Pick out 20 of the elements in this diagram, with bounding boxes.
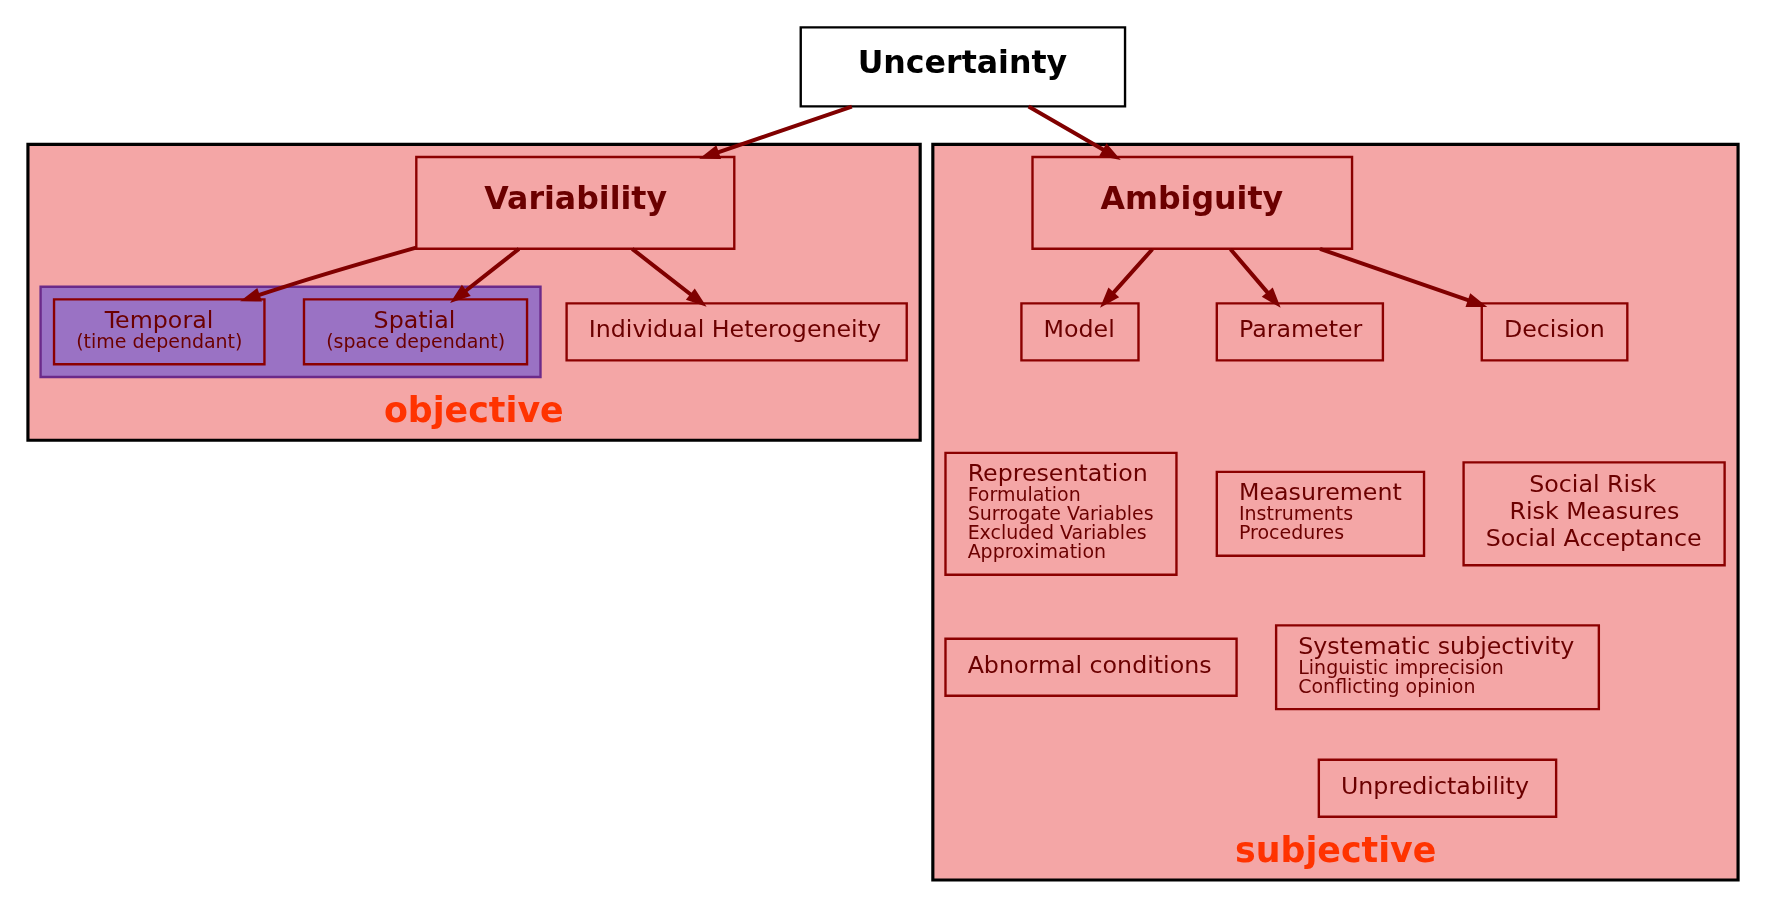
node-box: Individual Heterogeneity: [565, 301, 908, 362]
node-box: Uncertainty: [799, 25, 1127, 108]
arrow: [1100, 247, 1154, 308]
arrow: [630, 246, 707, 307]
node-box: Variability: [415, 155, 736, 250]
node-box: Systematic subjectivity Linguistic imprecision Conflicting opinion: [1274, 623, 1601, 710]
node-box: Social Risk Risk Measures Social Acceptance: [1462, 460, 1726, 566]
node-box: Spatial (space dependant): [302, 297, 529, 365]
node-box: Representation Formulation Surrogate Variables Excluded Variables Approximation: [944, 451, 1178, 576]
arrow: [1319, 246, 1488, 307]
node-box: Ambiguity: [1031, 155, 1354, 250]
node-box: Model: [1020, 301, 1140, 362]
node-box: Decision: [1480, 301, 1629, 362]
node-box: Parameter: [1215, 301, 1385, 362]
node-box: Unpredictability: [1317, 758, 1558, 818]
arrow: [1229, 247, 1281, 308]
arrow: [240, 245, 417, 302]
node-box: Temporal (time dependant): [52, 297, 266, 365]
node-box: Measurement Instruments Procedures: [1215, 470, 1426, 557]
node-box: Abnormal conditions: [944, 637, 1238, 697]
